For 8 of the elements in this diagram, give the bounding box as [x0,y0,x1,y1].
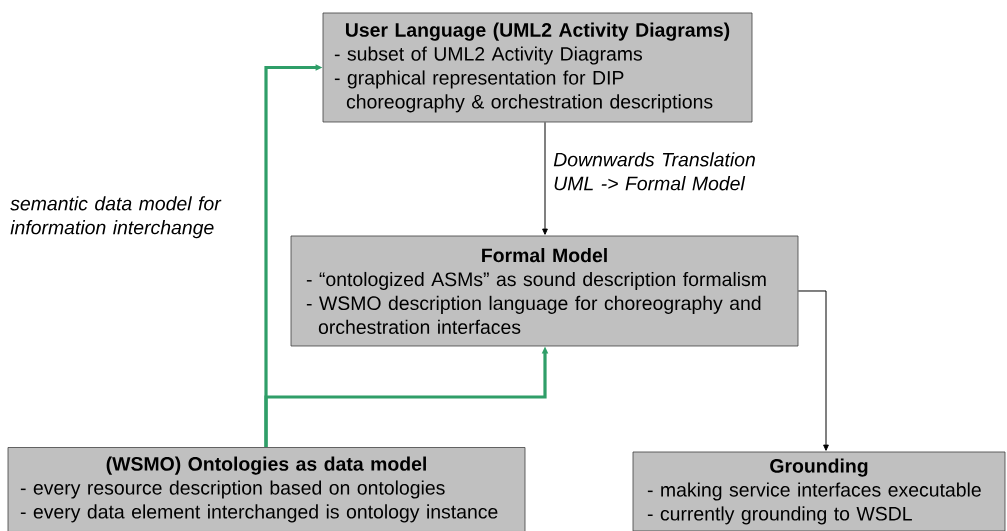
note-text: semantic data model for information interchange [10,196,222,239]
text-box: Grounding - making service interfaces executable - currently grounding to WSDL [632,451,1006,531]
edge-label: Downwards Translation UML -> Formal Model [553,152,755,191]
arrow [797,290,829,451]
arrow [542,121,548,235]
text-box: (WSMO) Ontologies as data model - every resource description based on ontologies - every data element interchanged is ontology instance [7,447,526,531]
text-box: Formal Model - “ontologized ASMs” as sound description formalism - WSMO description language for choreography and orchestration interfaces [290,235,799,347]
text-box: User Language (UML2 Activity Diagrams) - subset of UML2 Activity Diagrams - graphical representation for DIP choreography & orchestration descriptions [322,12,753,123]
